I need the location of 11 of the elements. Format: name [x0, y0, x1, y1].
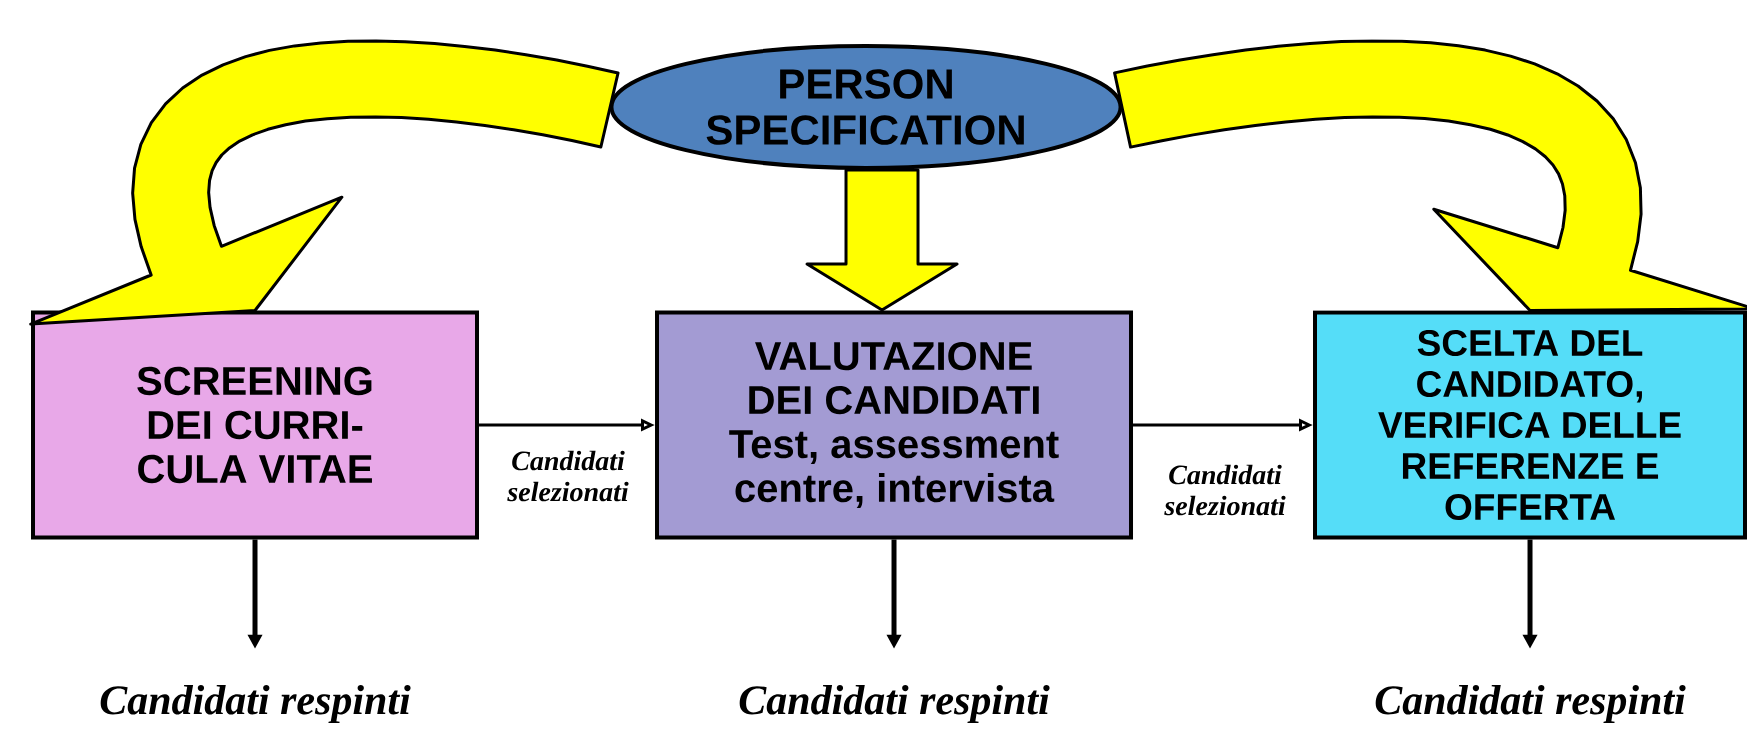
process-box: VALUTAZIONE DEI CANDIDATI Test, assessment centre, intervista	[655, 310, 1133, 540]
block-arrow	[805, 168, 959, 312]
outcome-text: Candidati respinti	[739, 684, 1050, 724]
ellipse-node: PERSON SPECIFICATION	[609, 44, 1123, 170]
block-arrow	[1113, 39, 1747, 312]
outcome-text: Candidati respinti	[100, 684, 411, 724]
process-box: SCREENING DEI CURRI- CULA VITAE	[31, 310, 479, 540]
edge-label: Candidati selezionati	[1144, 463, 1306, 517]
process-box: SCELTA DEL CANDIDATO, VERIFICA DELLE REFERENZE E OFFERTA	[1313, 310, 1747, 540]
outcome-text: Candidati respinti	[1375, 684, 1686, 724]
edge-label: Candidati selezionati	[487, 449, 649, 503]
